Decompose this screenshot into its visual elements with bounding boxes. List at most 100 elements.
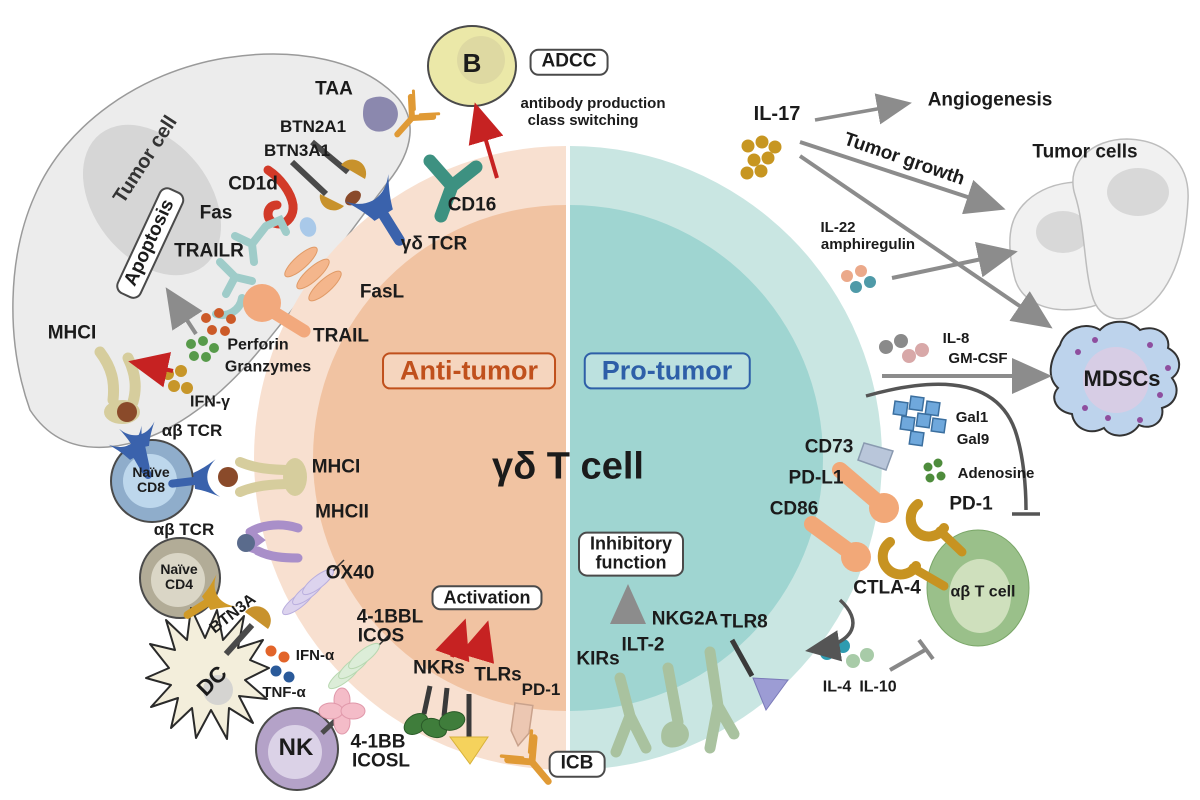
- il10-label: IL-10: [859, 678, 897, 696]
- icos-label: ICOS: [357, 625, 405, 647]
- angiogenesis-label: Angiogenesis: [927, 89, 1053, 111]
- tlr8-receptor-icon: [729, 638, 789, 712]
- icb-badge: ICB: [548, 750, 606, 778]
- gmcsf-label: GM-CSF: [948, 349, 1008, 367]
- taa-antigen-icon: [363, 96, 398, 132]
- adcc-badge: ADCC: [529, 48, 609, 76]
- cd73-label: CD73: [804, 436, 854, 458]
- icos-41bbl-icon: [328, 633, 391, 690]
- granzyme-dots: [186, 336, 219, 362]
- pdl1-ligand-icon: [832, 462, 899, 523]
- cd1d-label: CD1d: [228, 173, 278, 195]
- b-cell-label: B: [462, 47, 482, 78]
- ifn-alpha-label: IFN-α: [295, 646, 335, 664]
- arrow-to-apoptosis: [165, 287, 203, 336]
- kirs-label: KIRs: [576, 648, 620, 670]
- arrow-cytotoxic-red: [128, 352, 174, 388]
- mhci-complex-cell-icon: [218, 457, 307, 497]
- inhibitory-line1: Inhibitory: [590, 533, 672, 554]
- tlrs-label: TLRs: [474, 664, 522, 686]
- inhibitory-line2: function: [595, 553, 667, 573]
- ab-tcr-label-2: αβ TCR: [153, 519, 215, 539]
- pdl1-label: PD-L1: [788, 467, 844, 489]
- tnf-alpha-label: TNF-α: [262, 683, 306, 701]
- nkrs-icon: [403, 685, 466, 739]
- ox40-label: OX40: [325, 562, 375, 584]
- gal1-gal9-squares: [892, 395, 947, 447]
- ilt2-label: ILT-2: [621, 634, 665, 656]
- ab-tcr-label-1: αβ TCR: [161, 420, 223, 440]
- il8-label: IL-8: [942, 329, 970, 347]
- nk-cell: [255, 707, 339, 791]
- tlrs-icon: [449, 694, 489, 765]
- gal9-label: Gal9: [956, 430, 990, 448]
- pd1-bottom-label: PD-1: [521, 679, 561, 699]
- gdt-cell-title: γδ T cell: [492, 445, 644, 488]
- taa-label: TAA: [315, 78, 353, 100]
- activation-arrows: [435, 618, 495, 664]
- class-switching-label: class switching: [527, 111, 639, 129]
- nkg2a-label: NKG2A: [651, 608, 719, 630]
- pro-tumor-badge: Pro-tumor: [583, 352, 751, 390]
- ifn-gamma-label: IFN-γ: [190, 393, 230, 411]
- mhci-left-label: MHCI: [47, 322, 97, 344]
- mhcii-label: MHCII: [315, 501, 369, 523]
- cd16-icon: [423, 154, 483, 223]
- arrow-tumor-growth: [799, 140, 1006, 215]
- nkrs-label: NKRs: [413, 657, 465, 679]
- icosl-label: ICOSL: [351, 750, 411, 772]
- mhci-cell-label: MHCI: [311, 456, 361, 478]
- tnf-alpha-dots: [270, 665, 295, 683]
- btn2a1-btn3a1-icon: [289, 139, 367, 211]
- pd1-clamp-icon: [905, 499, 967, 557]
- il17-dots: [740, 135, 782, 180]
- btn3a1-label: BTN3A1: [263, 140, 331, 160]
- arrow-il17-to-mdsc: [798, 154, 1053, 329]
- arrow-angiogenesis: [814, 93, 912, 125]
- mhcii-complex-icon: [237, 520, 303, 563]
- inhibit-line-il4-abt: [889, 638, 935, 672]
- gal1-label: Gal1: [955, 408, 989, 426]
- trail-icon: [243, 284, 311, 338]
- tumor-cell-nucleus: [82, 124, 222, 276]
- amphiregulin-label: amphiregulin: [820, 235, 916, 253]
- arrow-to-b-cell: [468, 102, 504, 179]
- naive-cd4-cell: [139, 537, 221, 619]
- naive-cd4-line1: Naïve: [160, 560, 198, 577]
- trail-label: TRAIL: [313, 325, 369, 347]
- ilt2-receptor-icon: [661, 662, 689, 748]
- ctla4-clamp-icon: [877, 537, 949, 591]
- arrow-il22-to-tumor: [891, 242, 1018, 280]
- cd86-ligand-icon: [804, 516, 871, 572]
- il17-label: IL-17: [753, 103, 801, 126]
- naive-cd8-cell: [110, 439, 194, 523]
- fasl-icon: [284, 246, 342, 302]
- pd1-right-label: PD-1: [949, 493, 993, 515]
- granzymes-label: Granzymes: [224, 358, 312, 376]
- cd86-label: CD86: [769, 498, 819, 520]
- tumor-cells-label: Tumor cells: [1032, 141, 1138, 163]
- il22-amphiregulin-dots: [841, 265, 876, 293]
- ab-t-cell-label: αβ T cell: [950, 583, 1016, 601]
- pd1-receptor-icon: [510, 702, 534, 748]
- tumor-cell-blob: [12, 53, 411, 449]
- mdsc-cell: [1049, 320, 1180, 437]
- perforin-dots: [201, 308, 236, 336]
- naive-cd8-line1: Naïve: [132, 463, 170, 480]
- 41bb-icosl-flower-icon: [318, 687, 366, 735]
- ifn-alpha-dots: [265, 645, 290, 663]
- trailr-label: TRAILR: [174, 240, 244, 262]
- tumor-cells-pair: [1009, 138, 1189, 320]
- naive-cd8-line2: CD8: [136, 479, 166, 495]
- anti-tumor-inner-half: [313, 205, 566, 711]
- il4-label: IL-4: [822, 678, 852, 696]
- inhibitory-function-badge: Inhibitory function: [578, 531, 684, 577]
- il8-gmcsf-dots: [879, 334, 929, 363]
- il22-label: IL-22: [820, 218, 856, 236]
- inhibit-line-to-pd1: [865, 382, 1040, 516]
- fas-label: Fas: [199, 202, 233, 224]
- il4-il10-dots: [820, 639, 874, 668]
- fas-receptor-icon: [231, 214, 290, 266]
- ctla4-label: CTLA-4: [853, 577, 921, 599]
